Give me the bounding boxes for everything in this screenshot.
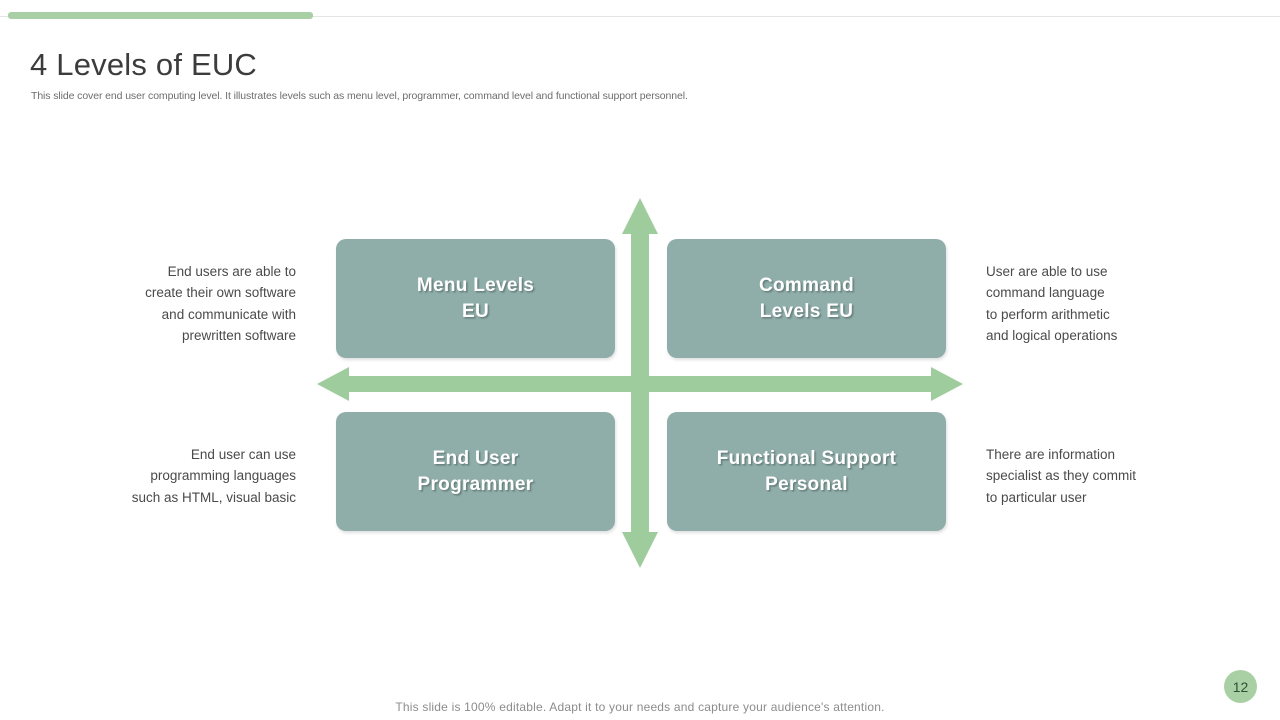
quadrant-box-label: Functional Support Personal [716, 447, 897, 495]
quadrant-box-functional-support[interactable]: Functional Support Personal [667, 412, 946, 531]
note-end-user-programmer: End user can use programming languages s… [131, 447, 296, 505]
quadrant-box-command-levels[interactable]: Command Levels EU [667, 239, 946, 358]
quadrant-box-end-user-programmer[interactable]: End User Programmer [336, 412, 615, 531]
quadrant-box-label: Command Levels EU [759, 274, 854, 322]
axis-arrows [317, 198, 963, 568]
header-accent-bar [8, 12, 313, 19]
page-title: 4 Levels of EUC [30, 46, 257, 82]
page-number-badge: 12 [1224, 670, 1257, 703]
quadrant-box-label: End User Programmer [417, 447, 534, 495]
note-menu-levels: End users are able to create their own s… [145, 264, 296, 343]
quadrant-box-label: Menu Levels EU [416, 274, 535, 322]
horizontal-arrow-icon [317, 367, 963, 401]
note-command-levels: User are able to use command language to… [986, 264, 1118, 343]
note-functional-support: There are information specialist as they… [986, 447, 1137, 505]
page-subtitle: This slide cover end user computing leve… [31, 89, 688, 102]
footer-note: This slide is 100% editable. Adapt it to… [395, 700, 885, 714]
header-divider [0, 16, 1280, 17]
quadrant-box-menu-levels[interactable]: Menu Levels EU [336, 239, 615, 358]
